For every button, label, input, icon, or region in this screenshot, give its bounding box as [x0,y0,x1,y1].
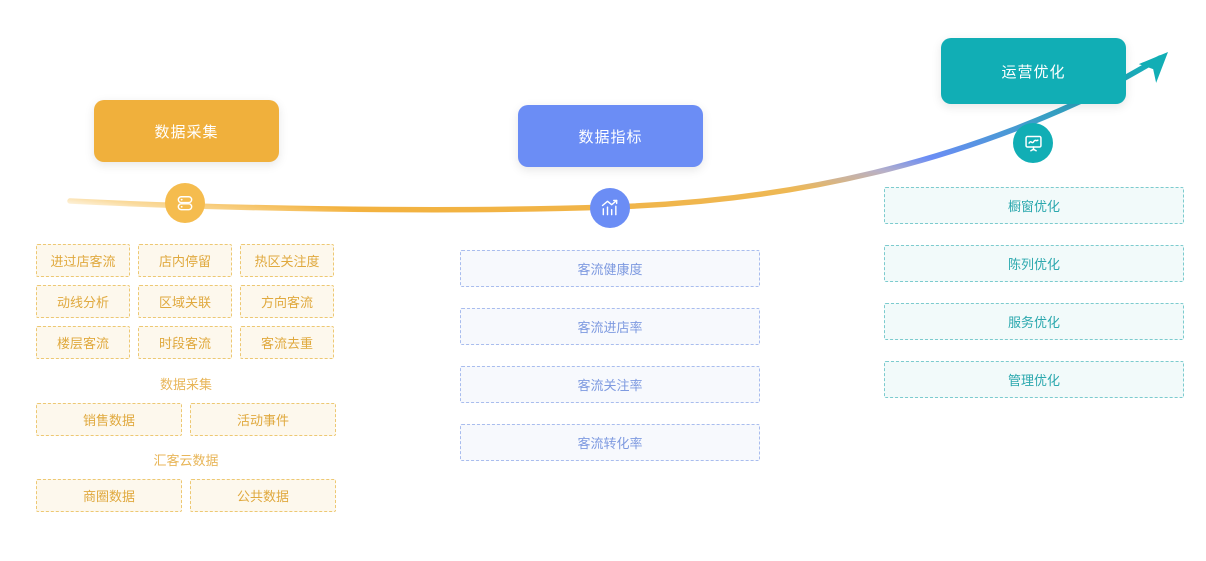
collect-wide-grid-sales: 销售数据 活动事件 [36,403,336,436]
wide-label: 销售数据 [82,413,135,428]
optimize-label: 陈列优化 [1007,257,1060,272]
wide-label: 公共数据 [236,489,289,504]
tag-item[interactable]: 方向客流 [240,285,334,318]
tag-item[interactable]: 热区关注度 [240,244,334,277]
tag-label: 热区关注度 [254,254,320,269]
node-optimize[interactable] [1013,123,1053,163]
optimize-item[interactable]: 服务优化 [884,303,1184,340]
tag-label: 动线分析 [56,295,109,310]
presentation-chart-icon [1023,133,1044,154]
optimize-label: 服务优化 [1007,315,1060,330]
optimize-item[interactable]: 橱窗优化 [884,187,1184,224]
wide-label: 商圈数据 [82,489,135,504]
tag-label: 进过店客流 [50,254,116,269]
stage-headline-optimize[interactable]: 运营优化 [941,38,1126,104]
metric-item[interactable]: 客流进店率 [460,308,760,345]
metric-label: 客流关注率 [577,378,643,393]
metric-label: 客流转化率 [577,436,643,451]
optimize-label: 管理优化 [1007,373,1060,388]
tag-item[interactable]: 进过店客流 [36,244,130,277]
optimize-item[interactable]: 管理优化 [884,361,1184,398]
group-title-sales: 数据采集 [159,377,212,392]
database-icon [175,193,195,213]
column-collect: 进过店客流 店内停留 热区关注度 动线分析 区域关联 方向客流 楼层客流 时段客… [36,244,336,512]
stage-headline-collect-label: 数据采集 [154,123,219,141]
metric-label: 客流进店率 [577,320,643,335]
tag-label: 区域关联 [158,295,211,310]
collect-wide-grid-cloud: 商圈数据 公共数据 [36,479,336,512]
column-metric: 客流健康度 客流进店率 客流关注率 客流转化率 [460,250,760,482]
wide-item[interactable]: 公共数据 [190,479,336,512]
metric-item[interactable]: 客流转化率 [460,424,760,461]
metric-item[interactable]: 客流健康度 [460,250,760,287]
wide-item[interactable]: 活动事件 [190,403,336,436]
group-title-cloud: 汇客云数据 [153,453,219,468]
tag-label: 方向客流 [260,295,313,310]
tag-item[interactable]: 区域关联 [138,285,232,318]
wide-item[interactable]: 商圈数据 [36,479,182,512]
bar-chart-trend-icon [600,198,620,218]
tag-item[interactable]: 动线分析 [36,285,130,318]
tag-item[interactable]: 客流去重 [240,326,334,359]
collect-tag-grid: 进过店客流 店内停留 热区关注度 动线分析 区域关联 方向客流 楼层客流 时段客… [36,244,336,359]
stage-headline-collect[interactable]: 数据采集 [94,100,279,162]
tag-item[interactable]: 时段客流 [138,326,232,359]
wide-item[interactable]: 销售数据 [36,403,182,436]
tag-item[interactable]: 楼层客流 [36,326,130,359]
node-metric[interactable] [590,188,630,228]
optimize-item[interactable]: 陈列优化 [884,245,1184,282]
stage-headline-optimize-label: 运营优化 [1001,63,1066,81]
metric-label: 客流健康度 [577,262,643,277]
node-collect[interactable] [165,183,205,223]
metric-item[interactable]: 客流关注率 [460,366,760,403]
wide-label: 活动事件 [236,413,289,428]
column-optimize: 橱窗优化 陈列优化 服务优化 管理优化 [884,187,1184,419]
stage-headline-metric-label: 数据指标 [578,128,643,146]
tag-label: 楼层客流 [56,336,109,351]
tag-item[interactable]: 店内停留 [138,244,232,277]
tag-label: 店内停留 [158,254,211,269]
tag-label: 时段客流 [158,336,211,351]
optimize-label: 橱窗优化 [1007,199,1060,214]
stage-headline-metric[interactable]: 数据指标 [518,105,703,167]
tag-label: 客流去重 [260,336,313,351]
